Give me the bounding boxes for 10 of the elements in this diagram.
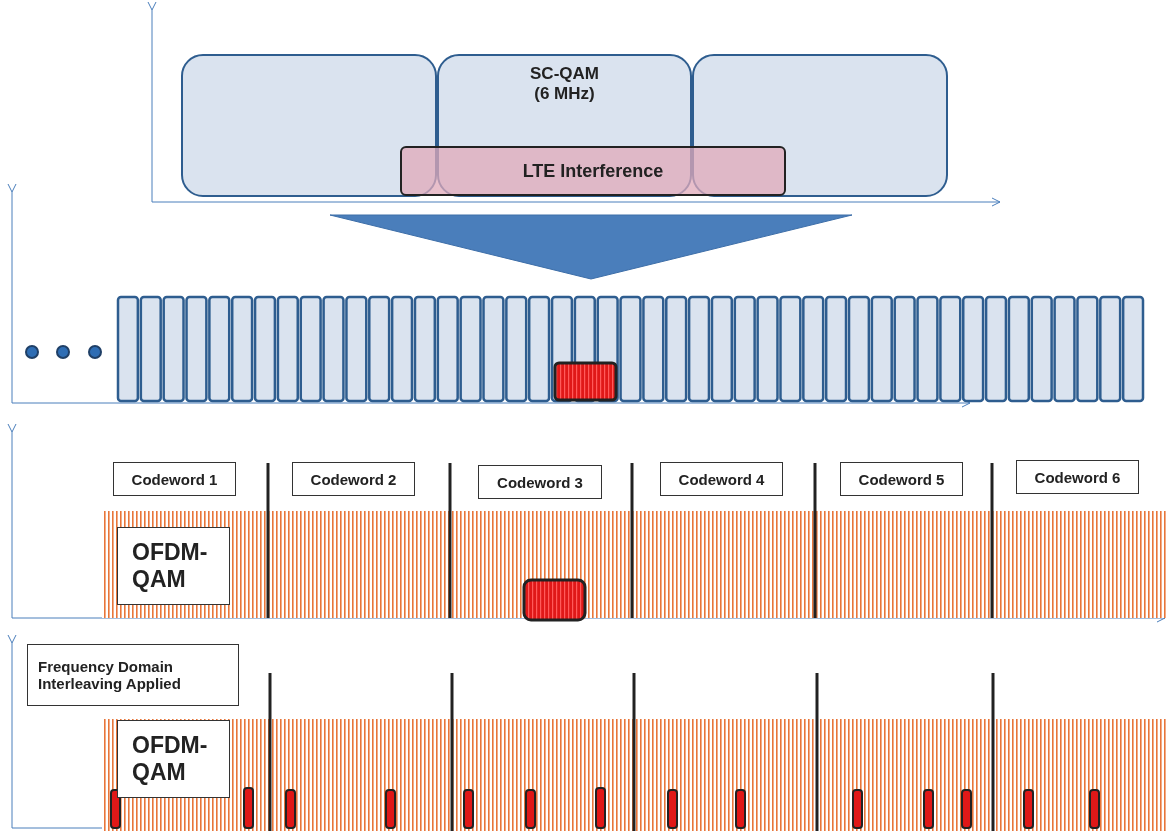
- codeword-label: Codeword 4: [660, 462, 783, 496]
- interference-band: LTE Interference: [400, 146, 786, 196]
- codeword-label: Codeword 6: [1016, 460, 1139, 494]
- codeword-label: Codeword 5: [840, 462, 963, 496]
- codeword-label: Codeword 1: [113, 462, 236, 496]
- signal-label: OFDM-QAM: [117, 720, 230, 798]
- codeword-label: Codeword 2: [292, 462, 415, 496]
- codeword-label: Codeword 3: [478, 465, 602, 499]
- note-label: Frequency Domain Interleaving Applied: [27, 644, 239, 706]
- signal-label: OFDM-QAM: [117, 527, 230, 605]
